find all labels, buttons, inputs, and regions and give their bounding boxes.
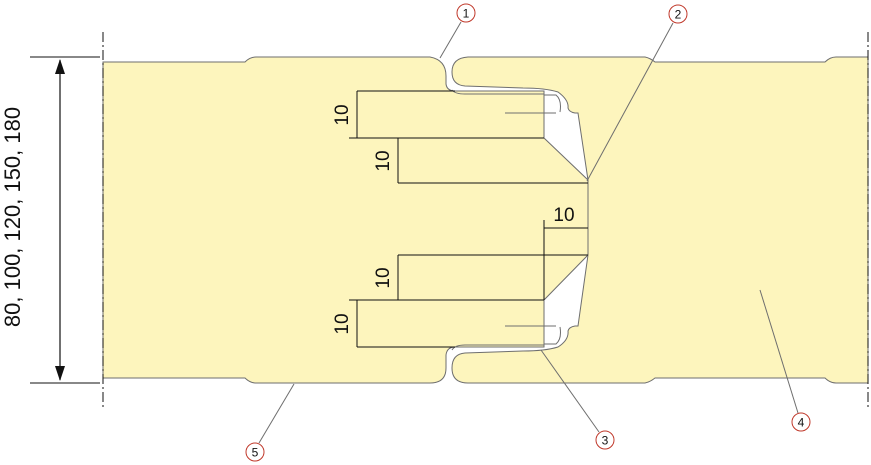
dim-lower-taper-label: 10 xyxy=(373,267,394,288)
callout-5-leader xyxy=(258,383,295,444)
callout-4: 4 xyxy=(791,412,811,432)
callout-4-leader xyxy=(759,289,799,414)
overall-arrow-bottom xyxy=(55,366,65,381)
dim-upper-slot-label: 10 xyxy=(332,104,353,125)
callout-2-label: 2 xyxy=(675,8,682,22)
callout-5-label: 5 xyxy=(252,446,259,460)
callout-3: 3 xyxy=(595,430,615,450)
callout-2-leader xyxy=(586,22,674,182)
dim-upper-taper-label: 10 xyxy=(373,150,394,171)
callout-5: 5 xyxy=(245,442,265,462)
callout-2: 2 xyxy=(668,4,688,24)
groove-inner-lower xyxy=(451,325,561,351)
callout-4-label: 4 xyxy=(798,416,805,430)
callout-1: 1 xyxy=(456,3,476,23)
callout-1-label: 1 xyxy=(463,7,470,21)
overall-arrow-top xyxy=(55,59,65,74)
callout-3-label: 3 xyxy=(602,434,609,448)
callout-1-leader xyxy=(439,21,462,59)
callout-3-leader xyxy=(540,349,600,433)
overall-dimension-label: 80, 100, 120, 150, 180 xyxy=(0,107,25,327)
dim-lower-slot-label: 10 xyxy=(332,313,353,334)
dim-tongue-depth-label: 10 xyxy=(553,205,574,226)
